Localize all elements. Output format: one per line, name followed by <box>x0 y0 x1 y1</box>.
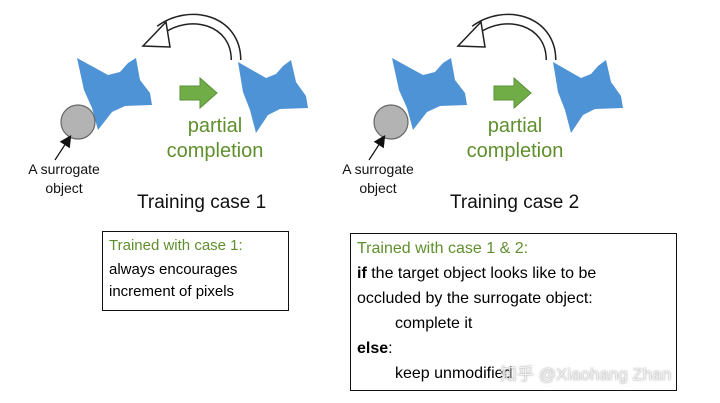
case1-summary-box: Trained with case 1: always encourages i… <box>102 231 289 311</box>
box2-line2: occluded by the surrogate object: <box>357 290 593 307</box>
surrogate-line2-case1: object <box>45 180 83 196</box>
partial-line1-case2: partial <box>487 115 543 137</box>
case1-and-2-summary-box: Trained with case 1 & 2: if the target o… <box>350 233 677 391</box>
forward-arrow-case2 <box>493 76 532 110</box>
target-shape-left-case2 <box>392 58 467 130</box>
surrogate-line1-case1: A surrogate <box>28 161 100 177</box>
watermark: 知乎 @Xiaohang Zhan <box>500 365 672 384</box>
curved-return-arrow-case2 <box>456 13 557 61</box>
box1-heading: Trained with case 1: <box>109 237 243 254</box>
training-case2-title: Training case 2 <box>450 192 580 213</box>
box2-line5: keep unmodified <box>395 365 513 382</box>
partial-completion-label-case2: partial completion <box>460 114 570 164</box>
box1-line1: always encourages <box>109 261 238 278</box>
target-shape-left-case1 <box>77 58 152 130</box>
surrogate-object-case2 <box>373 104 409 140</box>
surrogate-pointer-case1 <box>54 134 72 161</box>
box2-heading: Trained with case 1 & 2: <box>357 240 529 257</box>
target-shape-completed-case1 <box>238 60 308 133</box>
curved-return-arrow-case1 <box>141 13 242 61</box>
if-condition: the target object looks like to be <box>366 265 597 282</box>
target-shape-completed-case2 <box>553 60 623 133</box>
box2-line3: complete it <box>395 315 473 332</box>
surrogate-object-case1 <box>60 104 96 140</box>
else-keyword: else <box>357 340 389 357</box>
partial-line2-case1: completion <box>166 140 264 162</box>
partial-line1-case1: partial <box>187 115 243 137</box>
surrogate-line1-case2: A surrogate <box>342 161 414 177</box>
else-colon: : <box>388 340 393 357</box>
box2-else-line: else: <box>357 340 393 358</box>
partial-line2-case2: completion <box>466 140 564 162</box>
surrogate-pointer-case2 <box>368 134 386 161</box>
box1-line2: increment of pixels <box>109 283 235 300</box>
forward-arrow-case1 <box>179 76 218 110</box>
surrogate-label-case1: A surrogate object <box>18 160 110 198</box>
surrogate-line2-case2: object <box>359 180 397 196</box>
surrogate-label-case2: A surrogate object <box>332 160 424 198</box>
partial-completion-label-case1: partial completion <box>160 114 270 164</box>
training-case1-title: Training case 1 <box>137 192 267 213</box>
if-keyword: if <box>357 265 367 282</box>
box2-if-line: if the target object looks like to be <box>357 265 596 283</box>
